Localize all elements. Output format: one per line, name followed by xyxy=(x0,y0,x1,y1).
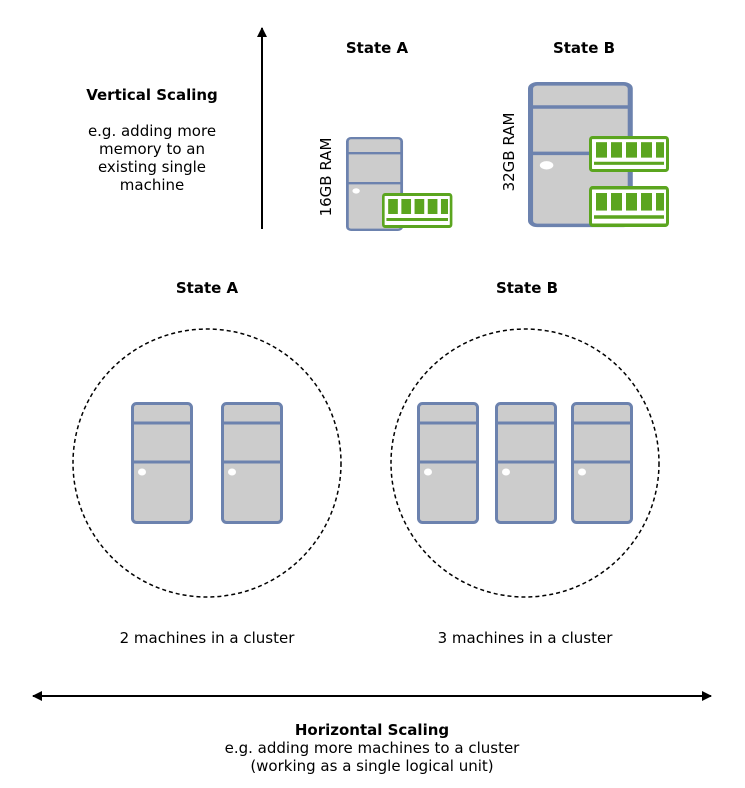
vertical-state-b-label: State B xyxy=(552,39,616,57)
server-tower-icon xyxy=(221,402,283,524)
cluster-caption-state-a: 2 machines in a cluster xyxy=(119,629,295,647)
cluster-caption-state-b: 3 machines in a cluster xyxy=(437,629,613,647)
horizontal-state-b-label: State B xyxy=(495,279,559,297)
ram-stick-icon xyxy=(588,135,670,173)
horizontal-scaling-description-line-2: (working as a single logical unit) xyxy=(250,757,494,775)
ram-label-state-a: 16GB RAM xyxy=(317,137,335,217)
cluster-boundary-state-a xyxy=(72,328,342,598)
vertical-scaling-description-line-2: memory to an xyxy=(99,140,205,158)
ram-stick-icon xyxy=(381,193,453,228)
vertical-scaling-description-line-3: existing single xyxy=(97,158,207,176)
vertical-scaling-title: Vertical Scaling xyxy=(86,86,218,104)
ram-stick-icon xyxy=(588,186,670,227)
horizontal-scaling-title: Horizontal Scaling xyxy=(294,721,450,739)
server-tower-icon xyxy=(495,402,557,524)
server-tower-icon xyxy=(131,402,193,524)
vertical-scaling-description-line-1: e.g. adding more xyxy=(87,122,217,140)
vertical-state-a-label: State A xyxy=(345,39,409,57)
server-tower-icon xyxy=(571,402,633,524)
horizontal-scaling-description-line-1: e.g. adding more machines to a cluster xyxy=(224,739,520,757)
server-tower-icon xyxy=(417,402,479,524)
vertical-scaling-description-line-4: machine xyxy=(119,176,185,194)
cluster-boundary-state-b xyxy=(390,328,660,598)
horizontal-state-a-label: State A xyxy=(175,279,239,297)
ram-label-state-b: 32GB RAM xyxy=(500,112,518,192)
